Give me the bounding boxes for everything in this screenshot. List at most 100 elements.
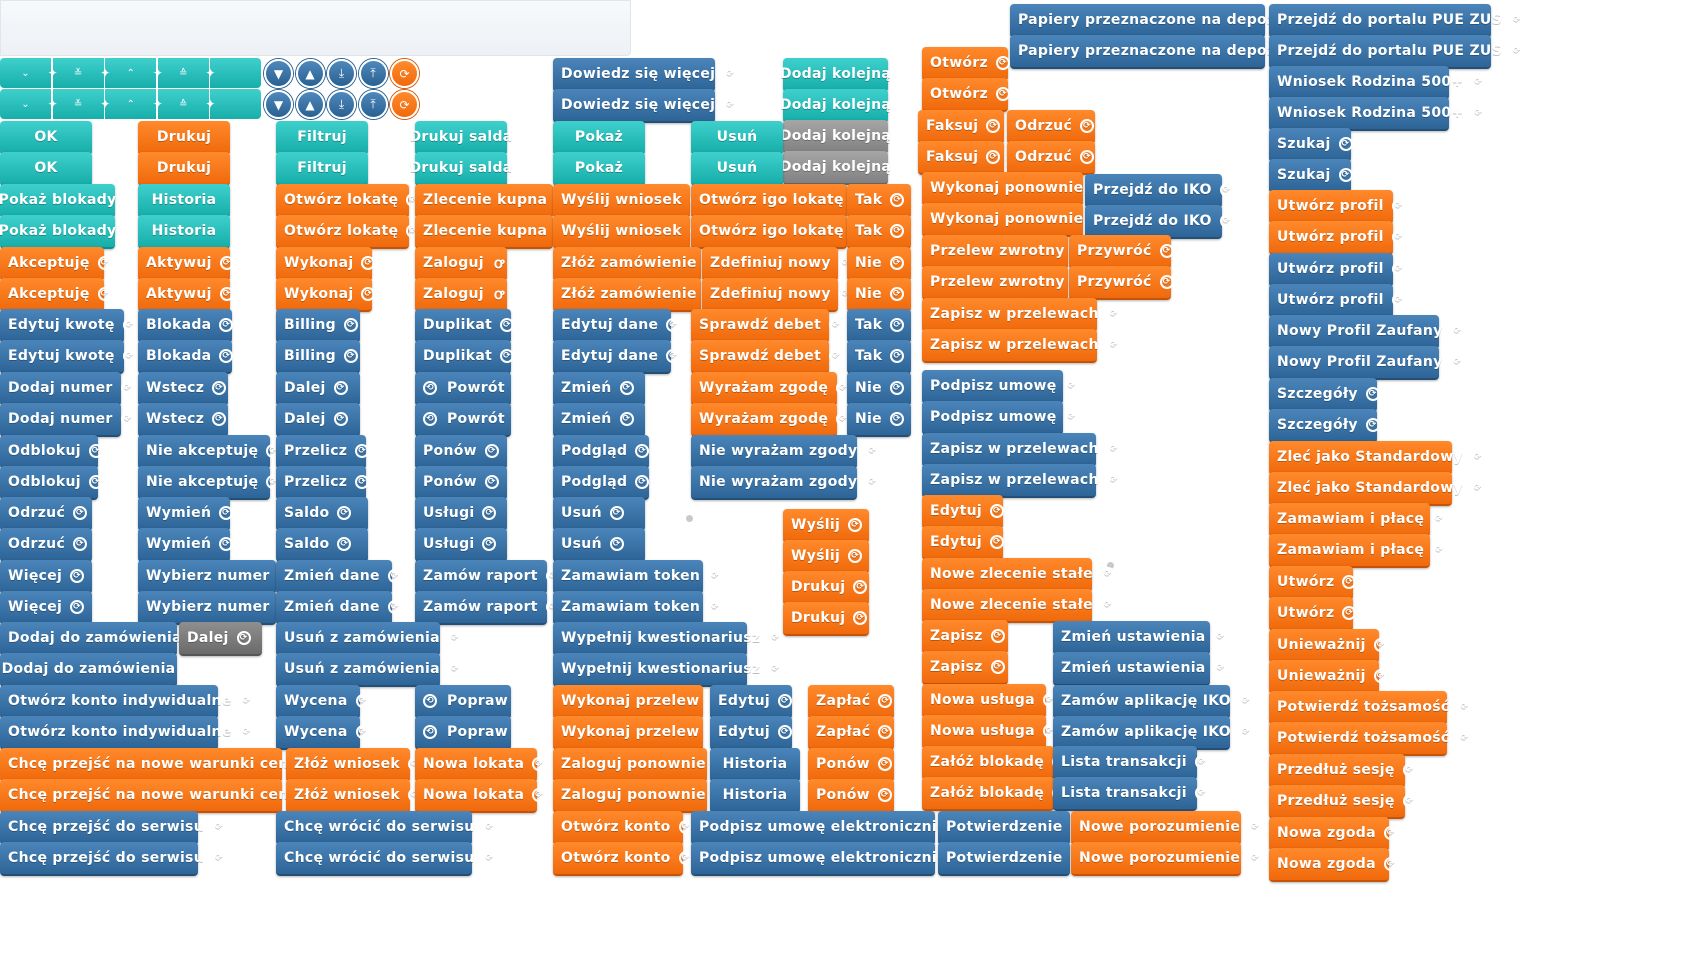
podpisz-elektr-button[interactable]: Podpisz umowę elektronicznie⟳ — [691, 842, 969, 876]
uslugi-button[interactable]: Usługi⟳ — [415, 497, 507, 531]
tak-button[interactable]: Tak⟳ — [847, 184, 911, 218]
dodaj-numer-button[interactable]: Dodaj numer⟳ — [0, 403, 135, 437]
powrot-button[interactable]: ⟲Powrót — [415, 372, 511, 406]
zaloz-blokade-button[interactable]: Załóż blokadę⟳ — [922, 746, 1067, 780]
odrzuc-button[interactable]: Odrzuć⟳ — [1007, 141, 1095, 175]
dalej-button[interactable]: Dalej⟳ — [276, 372, 360, 406]
usun-zamowienia-button[interactable]: Usuń z zamówienia⟳ — [276, 653, 462, 687]
nowa-lokata-button[interactable]: Nowa lokata⟳ — [415, 748, 547, 782]
pokaz-button[interactable]: Pokaż — [553, 152, 645, 186]
edytuj-kwote-button[interactable]: Edytuj kwotę⟳ — [0, 340, 137, 374]
zamow-iko-button[interactable]: Zamów aplikację IKO⟳ — [1053, 685, 1253, 719]
otworz-button[interactable]: Otwórz⟳ — [922, 78, 1010, 112]
papiery-button[interactable]: Papiery przeznaczone na depozyt⟳ — [1010, 4, 1314, 38]
drukuj-salda-button[interactable]: Drukuj salda — [409, 152, 512, 186]
historia-button[interactable]: Historia — [138, 184, 230, 218]
zlecenie-kupna-button[interactable]: Zlecenie kupna⟳ — [415, 215, 570, 249]
drukuj-button[interactable]: Drukuj⟳ — [783, 571, 869, 605]
aktywuj-button[interactable]: Aktywuj⟳ — [138, 278, 234, 312]
nie-button[interactable]: Nie⟳ — [847, 247, 911, 281]
zmien-ustawienia-button[interactable]: Zmień ustawienia⟳ — [1053, 621, 1228, 655]
akceptuje-button[interactable]: Akceptuję⟳ — [0, 278, 112, 312]
historia-button[interactable]: Historia — [138, 215, 230, 249]
pager-segment-seg-down-end[interactable]: ≚ — [52, 89, 104, 119]
utworz-profil-button[interactable]: Utwórz profil⟳ — [1269, 190, 1406, 224]
zapisz-przelewach-button[interactable]: Zapisz w przelewach⟳ — [922, 329, 1121, 363]
wiecej-button[interactable]: Więcej⟳ — [0, 560, 92, 594]
nie-button[interactable]: Nie⟳ — [847, 278, 911, 312]
lista-transakcji-button[interactable]: Lista transakcji⟳ — [1053, 746, 1209, 780]
saldo-button[interactable]: Saldo⟳ — [276, 497, 368, 531]
nowa-zgoda-button[interactable]: Nowa zgoda⟳ — [1269, 817, 1398, 851]
zloz-wniosek-button[interactable]: Złóż wniosek⟳ — [286, 748, 423, 782]
wycena-button[interactable]: Wycena⟳ — [276, 685, 370, 719]
zlec-standardowy-button[interactable]: Zleć jako Standardowy⟳ — [1269, 441, 1485, 475]
drukuj-button[interactable]: Drukuj⟳ — [783, 602, 869, 636]
potwierdz-tozsamosc-button[interactable]: Potwierdź tożsamość⟳ — [1269, 722, 1472, 756]
dowiedz-button[interactable]: Dowiedz się więcej⟳ — [553, 58, 738, 92]
podpisz-elektr-button[interactable]: Podpisz umowę elektronicznie⟳ — [691, 811, 969, 845]
uniewaznij-button[interactable]: Unieważnij⟳ — [1269, 660, 1388, 694]
nowy-profil-button[interactable]: Nowy Profil Zaufany⟳ — [1269, 315, 1465, 349]
zamawiam-place-button[interactable]: Zamawiam i płacę⟳ — [1269, 534, 1447, 568]
pager-segment[interactable] — [210, 89, 262, 119]
zaloguj-ponownie-button[interactable]: Zaloguj ponownieꝍ — [553, 748, 726, 782]
wniosek-rodzina-button[interactable]: Wniosek Rodzina 500+⟳ — [1269, 97, 1486, 131]
otworz-konto-button[interactable]: Otwórz konto⟳ — [553, 842, 693, 876]
zapisz-przelewach-button[interactable]: Zapisz w przelewach⟳ — [922, 298, 1121, 332]
zmien-dane-button[interactable]: Zmień dane⟳ — [276, 591, 402, 625]
wypelnij-button[interactable]: Wypełnij kwestionariusz⟳ — [553, 622, 783, 656]
duplikat-button[interactable]: Duplikat⟳ — [415, 309, 515, 343]
wykonaj-ponownie-button[interactable]: Wykonaj ponownie⟳ — [922, 172, 1106, 206]
zmien-ustawienia-button[interactable]: Zmień ustawienia⟳ — [1053, 652, 1228, 686]
papiery-button[interactable]: Papiery przeznaczone na depozyt⟳ — [1010, 35, 1314, 69]
nowe-zlecenie-button[interactable]: Nowe zlecenie stałe⟳ — [922, 558, 1115, 592]
edytuj-kwote-button[interactable]: Edytuj kwotę⟳ — [0, 309, 137, 343]
pager-segment-seg-down[interactable]: ⌄ — [0, 89, 51, 119]
utworz-profil-button[interactable]: Utwórz profil⟳ — [1269, 221, 1406, 255]
utworz-button[interactable]: Utwórz⟳ — [1269, 566, 1357, 600]
pager-segment-seg-up[interactable]: ⌃ — [105, 58, 157, 88]
chevron-up-icon[interactable]: ▲ — [295, 59, 325, 88]
dalej-button[interactable]: Dalej⟳ — [179, 622, 262, 656]
usun-button[interactable]: Usuń — [691, 121, 783, 155]
dodaj-kolejna-button[interactable]: Dodaj kolejną — [780, 89, 891, 123]
usun-button[interactable]: Usuń — [691, 152, 783, 186]
tak-button[interactable]: Tak⟳ — [847, 215, 911, 249]
pager-segment-seg-up-end[interactable]: ≙ — [157, 58, 209, 88]
ponow-button[interactable]: Ponów⟳ — [808, 779, 894, 813]
nie-wyrazam-button[interactable]: Nie wyrażam zgody⟳ — [691, 466, 880, 500]
wyslij-button[interactable]: Wyślij⟳ — [783, 540, 869, 574]
chce-serwis-button[interactable]: Chcę przejść do serwisu⟳ — [0, 842, 226, 876]
wykonaj-ponownie-button[interactable]: Wykonaj ponownie⟳ — [922, 203, 1106, 237]
zlec-standardowy-button[interactable]: Zleć jako Standardowy⟳ — [1269, 472, 1485, 506]
szczegoly-button[interactable]: Szczegóły⟳ — [1269, 409, 1380, 443]
zapisz-button[interactable]: Zapisz⟳ — [922, 620, 1008, 654]
zamow-raport-button[interactable]: Zamów raport⟳ — [415, 591, 560, 625]
potwierdzenie-button[interactable]: Potwierdzenie⟳ — [938, 811, 1085, 845]
nowa-usluga-button[interactable]: Nowa usługa⟳ — [922, 715, 1057, 749]
otworz-lokate-button[interactable]: Otwórz lokatę⟳ — [276, 215, 421, 249]
popraw-button[interactable]: ⟲Popraw — [415, 716, 511, 750]
zmien-dane-button[interactable]: Zmień dane⟳ — [276, 560, 402, 594]
sprawdz-debet-button[interactable]: Sprawdź debet⟳ — [691, 340, 844, 374]
refresh-icon[interactable]: ⟳ — [390, 59, 419, 88]
arrow-to-top-icon[interactable]: ⤒ — [358, 90, 388, 119]
usun-zamowienia-button[interactable]: Usuń z zamówienia⟳ — [276, 622, 462, 656]
wycena-button[interactable]: Wycena⟳ — [276, 716, 370, 750]
otworz-konto-ind-button[interactable]: Otwórz konto indywidualne⟳ — [0, 685, 254, 719]
podglad-button[interactable]: Podgląd⟳ — [553, 466, 650, 500]
pue-button[interactable]: Przejdź do portalu PUE ZUS⟳ — [1269, 4, 1524, 38]
zapisz-button[interactable]: Zapisz⟳ — [922, 651, 1008, 685]
powrot-button[interactable]: ⟲Powrót — [415, 403, 511, 437]
historia-button[interactable]: Historia — [710, 748, 800, 782]
pager-segment-seg-up-end[interactable]: ≙ — [157, 89, 209, 119]
nowa-usluga-button[interactable]: Nowa usługa⟳ — [922, 684, 1057, 718]
sprawdz-debet-button[interactable]: Sprawdź debet⟳ — [691, 309, 844, 343]
dodaj-kolejna-button[interactable]: Dodaj kolejną — [780, 151, 891, 185]
nie-button[interactable]: Nie⟳ — [847, 372, 911, 406]
wymien-button[interactable]: Wymień⟳ — [138, 528, 234, 562]
usun-button[interactable]: Usuń⟳ — [553, 497, 645, 531]
